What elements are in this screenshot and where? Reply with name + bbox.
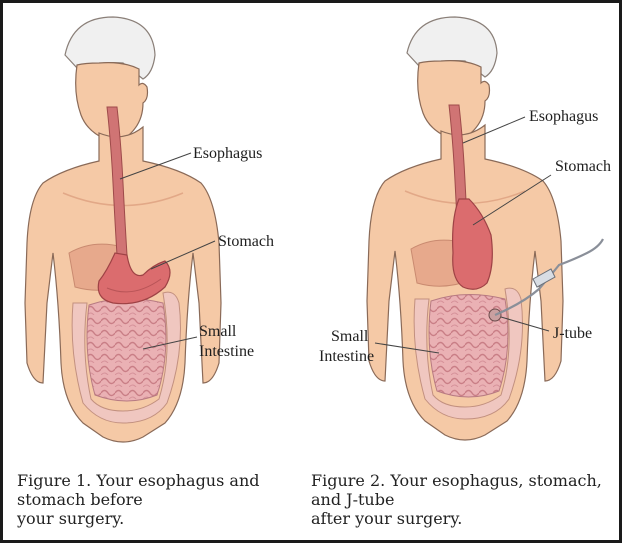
figure1-small-label: Small bbox=[199, 323, 237, 340]
figure2-caption-line2: and J-tube bbox=[311, 490, 602, 509]
figure2-stomach-label: Stomach bbox=[555, 158, 611, 175]
figure1-caption-line2: stomach before bbox=[17, 490, 260, 509]
figure2-caption: Figure 2. Your esophagus, stomach, and J… bbox=[311, 471, 602, 528]
figure2-caption-line1: Figure 2. Your esophagus, stomach, bbox=[311, 471, 602, 490]
figure1-stomach-label: Stomach bbox=[218, 233, 274, 250]
figure2-caption-line3: after your surgery. bbox=[311, 509, 602, 528]
figure1-body bbox=[25, 17, 221, 442]
figure1-esophagus-label: Esophagus bbox=[193, 145, 262, 162]
figure1-caption: Figure 1. Your esophagus and stomach bef… bbox=[17, 471, 260, 528]
figure2-intestine-label: Intestine bbox=[319, 348, 374, 365]
figure2-body bbox=[367, 17, 603, 440]
figure1-small-intestine bbox=[87, 298, 166, 401]
anatomy-illustration: Esophagus Stomach Small Intestine Esopha… bbox=[3, 3, 622, 546]
figure2-small-label: Small bbox=[331, 328, 369, 345]
figure1-caption-line1: Figure 1. Your esophagus and bbox=[17, 471, 260, 490]
figure2-jtube-label: J-tube bbox=[553, 325, 592, 342]
figure2-esophagus-label: Esophagus bbox=[529, 108, 598, 125]
figure1-caption-line3: your surgery. bbox=[17, 509, 260, 528]
figure1-intestine-label: Intestine bbox=[199, 343, 254, 360]
